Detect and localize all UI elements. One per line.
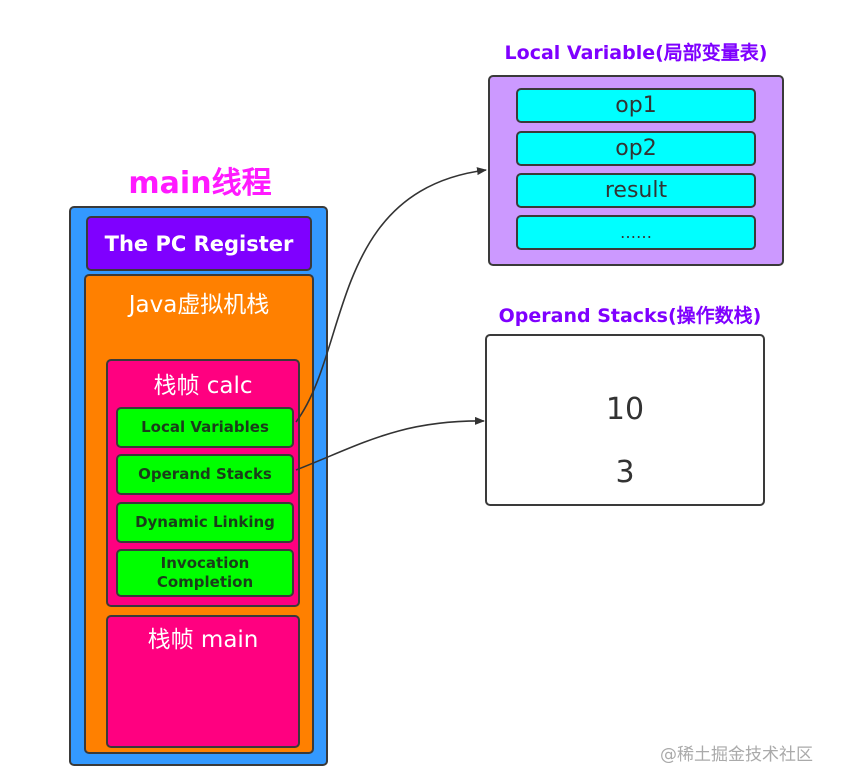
jvm-stack-label: Java虚拟机栈 [128,292,270,318]
local-variable-table-title: Local Variable(局部变量表) [504,42,768,64]
stack-frame-main-label: 栈帧 main [147,627,259,653]
local-variable-item: op2 [516,131,756,166]
pc-register-block: The PC Register [86,216,312,271]
local-variable-item: op1 [516,88,756,123]
stack-frame-calc-label: 栈帧 calc [153,373,253,399]
local-variables-slot: Local Variables [116,407,294,448]
arrow-operand-stacks [295,416,485,471]
operand-stack-box [485,334,765,506]
operand-stack-value: 3 [615,455,635,490]
stack-frame-main [106,615,300,748]
watermark: @稀土掘金技术社区 [660,745,813,765]
dynamic-linking-slot: Dynamic Linking [116,502,294,543]
operand-stack-value: 10 [605,392,645,427]
arrow-local-variables [295,167,487,423]
local-variable-item: result [516,173,756,208]
local-variable-item: …… [516,215,756,250]
operand-stack-title: Operand Stacks(操作数栈) [498,305,762,327]
invocation-completion-slot: Invocation Completion [116,549,294,597]
operand-stacks-slot: Operand Stacks [116,454,294,495]
thread-title: main线程 [128,166,272,201]
